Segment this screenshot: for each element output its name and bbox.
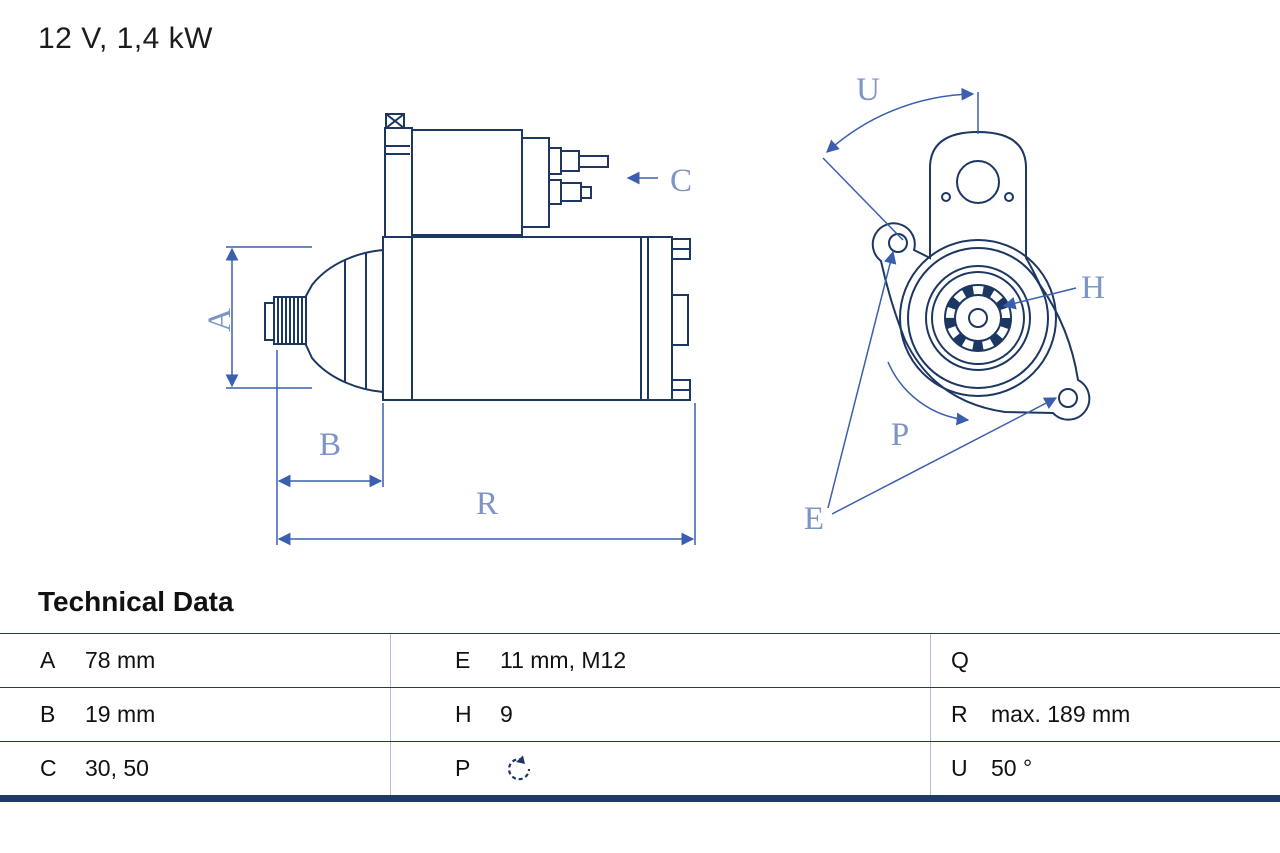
angle-arc-u [826,87,975,153]
table-row: C 30, 50 P U 50 ° [0,741,1280,795]
table-cell-letter: E [455,647,471,673]
table-cell-value: 30, 50 [85,755,149,781]
table-cell-value: 11 mm, M12 [500,647,627,673]
dim-label-a: A [202,308,238,332]
table-cell-e: E 11 mm, M12 [390,634,930,687]
table-cell-letter: P [455,755,471,781]
table-cell-letter: R [951,701,968,727]
pointer-line-e2 [831,397,1058,515]
pinion-gear-front [944,284,1012,352]
table-cell-letter: Q [951,647,969,673]
table-cell-r: R max. 189 mm [930,688,1280,741]
table-cell-c: C 30, 50 [0,742,390,795]
table-cell-letter: B [40,701,56,727]
side-view-dimensions [225,171,696,546]
power-rating-title: 12 V, 1,4 kW [38,22,213,55]
pointer-line-e1 [827,250,897,509]
rear-end-cap [647,236,673,401]
dim-label-c: C [670,163,692,199]
ear-center-hole [956,160,1000,204]
table-cell-a: A 78 mm [0,634,390,687]
table-cell-value: 78 mm [85,647,156,673]
table-cell-letter: U [951,755,968,781]
pointer-line-h [1002,287,1077,310]
motor-body [382,236,649,401]
rotation-arc-p [887,361,970,426]
dim-label-r: R [476,486,498,522]
starter-motor-technical-drawing: A B R C [202,72,1105,546]
table-cell-value: 9 [500,701,513,727]
housing-outer-circle [899,239,1057,397]
dim-label-u: U [856,72,880,108]
terminal-studs [548,147,609,205]
table-cell-u: U 50 ° [930,742,1280,795]
table-cell-b: B 19 mm [0,688,390,741]
front-view-dimensions [822,87,1077,515]
mounting-hole-upper-left [888,233,908,253]
table-row: A 78 mm E 11 mm, M12 Q [0,633,1280,687]
table-cell-p: P [390,742,930,795]
side-view [264,113,691,401]
pinion-gear-side [264,296,307,345]
technical-data-table: A 78 mm E 11 mm, M12 Q B 19 mm H 9 R [0,633,1280,802]
table-cell-value: 19 mm [85,701,156,727]
table-cell-value: max. 189 mm [991,701,1131,727]
table-cell-q: Q [930,634,1280,687]
table-cell-h: H 9 [390,688,930,741]
dim-label-e: E [804,501,824,537]
rotation-ccw-icon [502,755,532,783]
solenoid [411,129,523,236]
table-row: B 19 mm H 9 R max. 189 mm [0,687,1280,741]
technical-data-heading: Technical Data [38,586,234,617]
front-view [871,130,1091,421]
mounting-hole-lower-right [1058,388,1078,408]
table-cell-letter: A [40,647,56,673]
table-cell-letter: C [40,755,57,781]
solenoid-bracket [384,127,413,238]
table-cell-letter: H [455,701,472,727]
table-bottom-bar [0,795,1280,802]
dim-label-h: H [1081,270,1105,306]
dim-label-p: P [891,417,909,453]
table-cell-value: 50 ° [991,755,1033,781]
mounting-flange [871,130,1091,421]
dim-label-b: B [319,427,341,463]
